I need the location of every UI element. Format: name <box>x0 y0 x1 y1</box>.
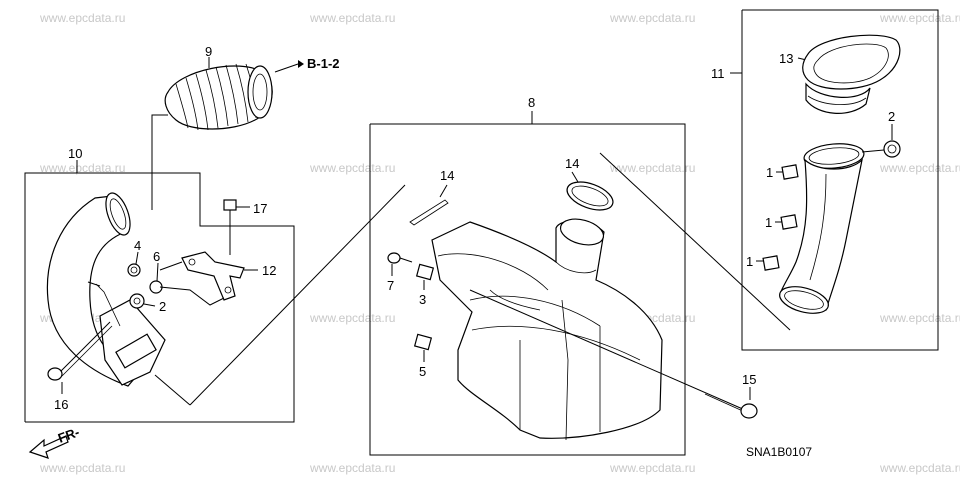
callout-16: 16 <box>54 397 68 412</box>
grommet-2-right-part <box>861 124 901 158</box>
resonator-box-part <box>431 218 663 441</box>
front-direction-arrow <box>28 435 69 459</box>
watermark: www.epcdata.ru <box>309 461 395 475</box>
gasket-14-right-part <box>566 171 614 211</box>
watermark: www.epcdata.ru <box>879 311 960 325</box>
callout-9: 9 <box>205 44 212 59</box>
watermark: www.epcdata.ru <box>609 11 695 25</box>
callout-5: 5 <box>419 364 426 379</box>
air-inlet-cap-13-part <box>797 34 901 114</box>
callout-11: 11 <box>711 66 725 81</box>
watermark: www.epcdata.ru <box>39 161 125 175</box>
bolt-15-part <box>469 289 758 419</box>
callout-labels: 9 10 4 6 2 17 12 16 B-1-2 8 14 14 7 3 5 … <box>54 44 895 459</box>
watermark: www.epcdata.ru <box>39 461 125 475</box>
bolt-17-part <box>223 199 250 255</box>
clip-1b-part <box>775 214 798 230</box>
callout-7: 7 <box>387 278 394 293</box>
callout-3: 3 <box>419 292 426 307</box>
right-assembly-frame <box>730 9 939 351</box>
callout-12: 12 <box>262 263 276 278</box>
grommet-4-part <box>127 251 141 277</box>
callout-13: 13 <box>779 51 793 66</box>
clip-1a-part <box>776 164 799 180</box>
callout-1a: 1 <box>766 165 773 180</box>
clip-1c-part <box>756 255 780 271</box>
arrow-right-icon <box>298 60 304 68</box>
screw-7-part <box>387 252 413 276</box>
watermark: www.epcdata.ru <box>879 161 960 175</box>
grommet-2-left-part <box>129 293 156 309</box>
bolt-16-part <box>47 321 113 394</box>
bellows-hose-part <box>151 57 304 210</box>
watermark: www.epcdata.ru <box>39 11 125 25</box>
nut-3-part <box>415 263 435 290</box>
callout-17: 17 <box>253 201 267 216</box>
callout-1b: 1 <box>765 215 772 230</box>
watermark: www.epcdata.ru <box>609 161 695 175</box>
front-label: FR- <box>56 424 81 446</box>
watermark: www.epcdata.ru <box>309 161 395 175</box>
diagram-code: SNA1B0107 <box>746 445 812 459</box>
watermark: www.epcdata.ru <box>879 11 960 25</box>
left-assembly-frame <box>24 160 406 423</box>
grommet-6-part <box>149 262 163 294</box>
callout-14-left: 14 <box>440 168 454 183</box>
watermark: www.epcdata.ru <box>309 311 395 325</box>
gasket-14-left-part <box>409 184 449 226</box>
callout-6: 6 <box>153 249 160 264</box>
watermark: www.epcdata.ru <box>609 461 695 475</box>
callout-2-left: 2 <box>159 299 166 314</box>
air-duct-11-part <box>779 143 865 314</box>
watermark: www.epcdata.ru <box>309 11 395 25</box>
callout-2-right: 2 <box>888 109 895 124</box>
callout-1c: 1 <box>746 254 753 269</box>
arrow-left-icon <box>28 435 69 459</box>
callout-8: 8 <box>528 95 535 110</box>
watermark: www.epcdata.ru <box>879 461 960 475</box>
callout-4: 4 <box>134 238 141 253</box>
reference-label: B-1-2 <box>307 56 340 71</box>
bracket-12-part <box>159 251 258 306</box>
callout-10: 10 <box>68 146 82 161</box>
nut-5-part <box>413 333 433 362</box>
intake-tube-part <box>46 192 166 387</box>
middle-assembly-frame <box>369 111 791 456</box>
callout-15: 15 <box>742 372 756 387</box>
callout-14-right: 14 <box>565 156 579 171</box>
